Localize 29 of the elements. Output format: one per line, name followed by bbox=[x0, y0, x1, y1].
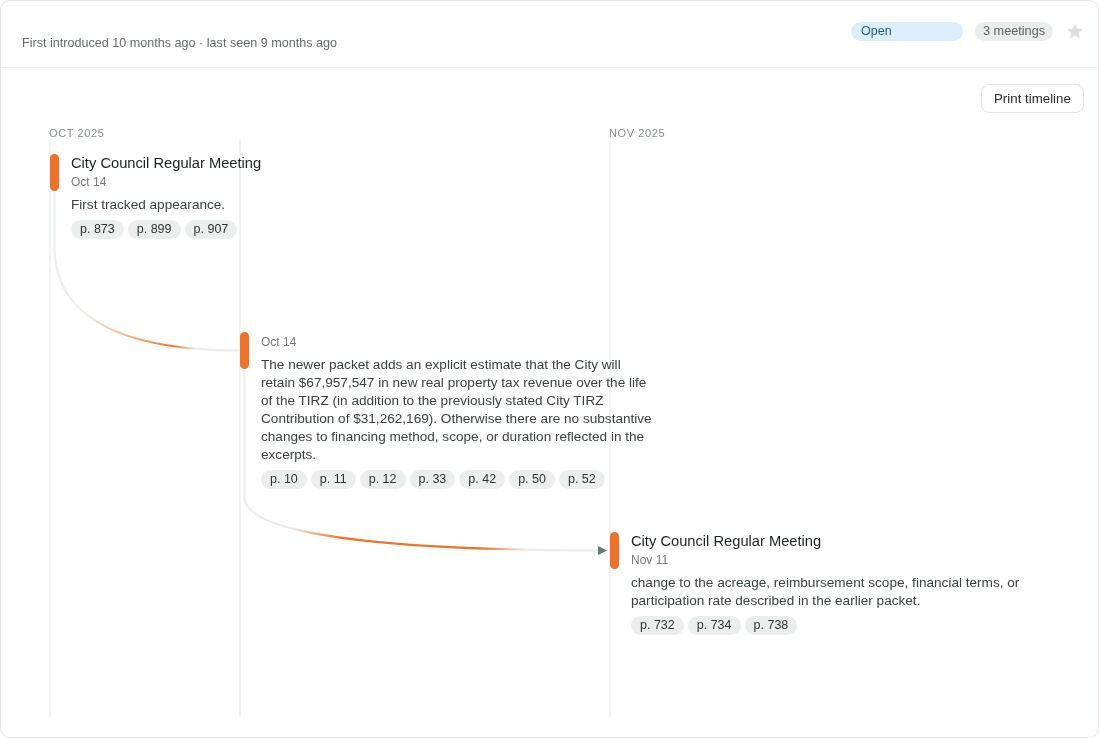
status-badge: Open bbox=[851, 22, 963, 41]
month-label: NOV 2025 bbox=[609, 127, 666, 140]
arrow bbox=[243, 368, 608, 555]
page-tag: p. 10 bbox=[261, 470, 307, 489]
page-tag: p. 734 bbox=[687, 616, 741, 635]
connector-line bbox=[53, 190, 241, 352]
meeting-date: Oct 14 bbox=[261, 334, 298, 350]
page-tag: p. 12 bbox=[359, 470, 406, 489]
print-button: Print timeline bbox=[981, 84, 1084, 113]
page-tag: p. 873 bbox=[71, 220, 124, 239]
page-tag: p. 732 bbox=[631, 616, 684, 635]
month-label: OCT 2025 bbox=[49, 127, 105, 140]
page-tag: p. 11 bbox=[310, 470, 356, 489]
subtitle-text: First introduced 10 months ago · last seen 9 months ago bbox=[22, 36, 338, 50]
page-tag: p. 33 bbox=[409, 470, 456, 489]
meeting-summary: First tracked appearance. bbox=[71, 196, 227, 214]
meeting-date: Oct 14 bbox=[71, 174, 108, 190]
meeting-date: Nov 11 bbox=[631, 552, 670, 568]
page-tag: p. 50 bbox=[509, 470, 555, 489]
page-tag: p. 42 bbox=[459, 470, 506, 489]
meeting-summary: The newer packet adds an explicit estimate that the City will retain $67,957,547 in new real property tax revenue over the life of the TIRZ (in addition to the previously stated City TIRZ Contribution of $31,262,169). Otherwise there are no substantive changes to financing method, scope, or duration reflected in the excerpts. bbox=[261, 356, 653, 464]
page-tag: p. 738 bbox=[744, 616, 798, 635]
page-tag: p. 52 bbox=[558, 470, 605, 489]
count-badge: 3 meetings bbox=[975, 22, 1054, 41]
meeting-title: City Council Regular Meeting bbox=[631, 532, 823, 550]
page-tag: p. 907 bbox=[184, 220, 238, 239]
meeting-title: City Council Regular Meeting bbox=[71, 154, 263, 172]
meeting-summary: change to the acreage, reimbursement scope, financial terms, or participation rate described in the earlier packet. bbox=[631, 574, 1021, 610]
page-tag: p. 899 bbox=[127, 220, 181, 239]
